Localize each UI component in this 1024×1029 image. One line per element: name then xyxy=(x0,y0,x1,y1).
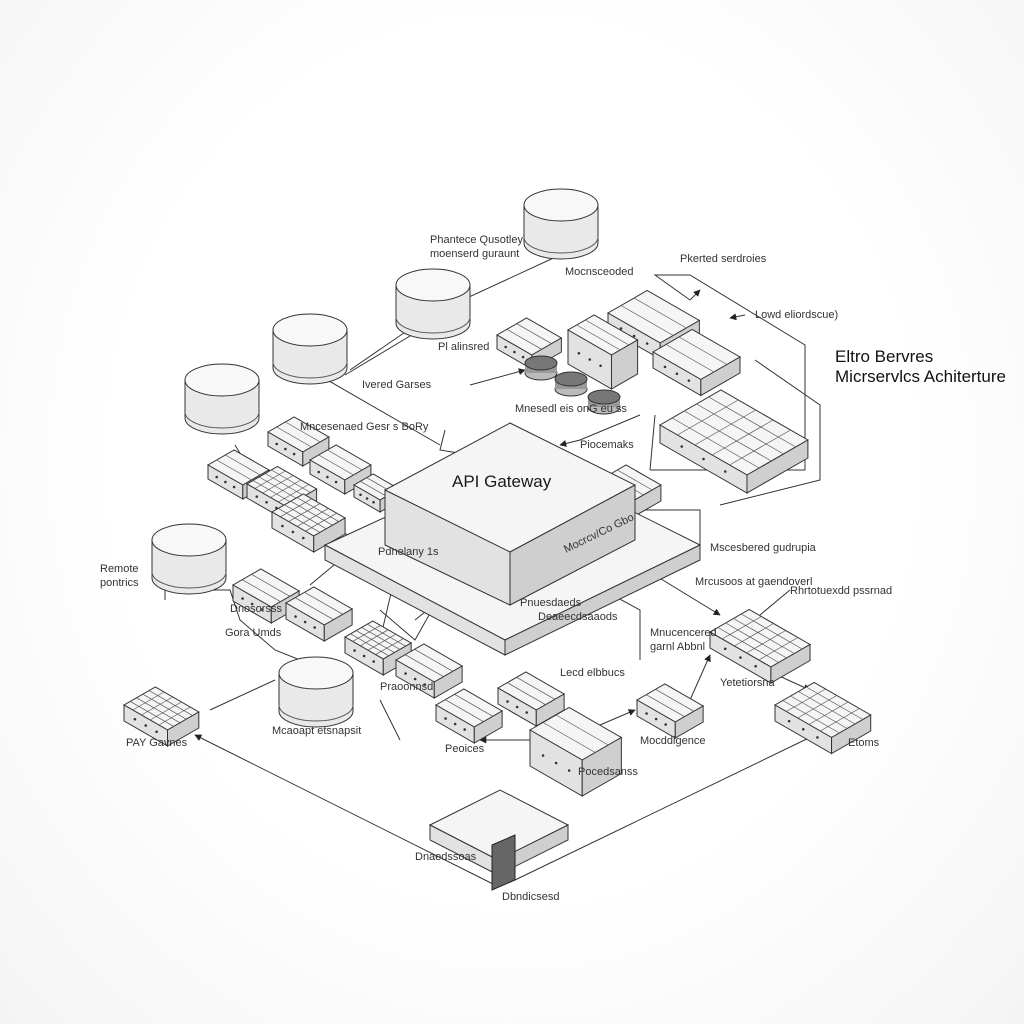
label-plat-b2: Deaeecdsaaods xyxy=(538,611,618,623)
label-small-l2: Gora Umds xyxy=(225,627,282,639)
label-top-db-1: moenserd guraunt xyxy=(430,248,519,260)
database-upper xyxy=(395,268,471,340)
label-peics: Peoices xyxy=(445,743,485,755)
label-load-b: Lecd elbbucs xyxy=(560,667,625,679)
svc-box-r1 xyxy=(708,608,812,684)
label-top-db: Phantece Qusotley xyxy=(430,234,523,246)
label-mod: Mocddigence xyxy=(640,735,705,747)
svc-grid-l xyxy=(270,493,347,553)
label-bottom: Dbndicsesd xyxy=(502,891,559,903)
api-gateway-box xyxy=(383,422,637,606)
label-eol: Etoms xyxy=(848,737,880,749)
svc-box-pay xyxy=(122,686,200,747)
disc-1 xyxy=(524,355,558,381)
label-db-mid2: Mncesenaed Gesr s BoRy xyxy=(300,421,429,433)
label-macro: Mcaoapt etsnapsit xyxy=(272,725,361,737)
api-gateway-label: API Gateway xyxy=(452,472,552,491)
label-remote-1: pontrics xyxy=(100,577,139,589)
label-plat-b1: Pnuesdaeds xyxy=(520,597,582,609)
disc-3 xyxy=(587,389,621,415)
svc-box-b7 xyxy=(528,706,623,797)
diagram-labels: Eltro Bervres Micrservlcs Achiterture Ph… xyxy=(100,234,1006,903)
disc-2 xyxy=(554,371,588,397)
label-msg-r1: Mscesbered gudrupia xyxy=(710,542,817,554)
svc-box-l1 xyxy=(266,416,330,467)
svc-box-b8 xyxy=(635,683,705,739)
databases xyxy=(151,188,599,728)
label-cluster-bot: Mnesedl eis onG eu ss xyxy=(515,403,627,415)
cache-discs xyxy=(524,355,621,415)
label-small-l3: Praoonnsd xyxy=(380,681,433,693)
label-yet: Yetetiorsna xyxy=(720,677,776,689)
diagram-title-line2: Micrservlcs Achiterture xyxy=(835,367,1006,386)
database-lower xyxy=(278,656,354,728)
label-node-c-1: garnl Abbnl xyxy=(650,641,705,653)
label-pv-mid: Pl alinsred xyxy=(438,341,489,353)
svc-box-b5 xyxy=(434,688,504,744)
label-node-c: Mnucencered xyxy=(650,627,717,639)
label-remote: Remote xyxy=(100,563,139,575)
svc-box-r2 xyxy=(773,681,872,755)
label-tr-services: Pkerted serdroies xyxy=(680,253,767,265)
svc-grid-panel xyxy=(658,389,809,494)
database-left xyxy=(184,363,260,435)
label-pay: PAY Gavnes xyxy=(126,737,188,749)
label-reg-r: Rhrtotuexdd pssrnad xyxy=(790,585,892,597)
label-load-balancer-r: Lowd eliordscue) xyxy=(755,309,838,321)
bottom-device xyxy=(428,789,570,891)
label-bottom-l: Dnaedssoas xyxy=(415,851,477,863)
label-small-l1: Dnosorsss xyxy=(230,603,282,615)
svc-box-l3 xyxy=(308,444,372,495)
label-pv-right: Piocemaks xyxy=(580,439,634,451)
label-msg-r2: Mrcusoos at gaendoverl xyxy=(695,576,812,588)
svc-box-b4 xyxy=(394,643,464,699)
diagram-title-line1: Eltro Bervres xyxy=(835,347,933,366)
database-remote xyxy=(151,523,227,595)
svc-box-b2 xyxy=(284,586,354,642)
label-pocs: Pocedsanss xyxy=(578,766,638,778)
database-mid xyxy=(272,313,348,385)
svc-box-right-1 xyxy=(651,328,742,397)
label-stand-l: Pdnelany 1s xyxy=(378,546,439,558)
label-cluster-top: Mocnsceoded xyxy=(565,266,634,278)
server-rack xyxy=(566,314,639,390)
database-top xyxy=(523,188,599,260)
label-db-mid: Ivered Garses xyxy=(362,379,432,391)
